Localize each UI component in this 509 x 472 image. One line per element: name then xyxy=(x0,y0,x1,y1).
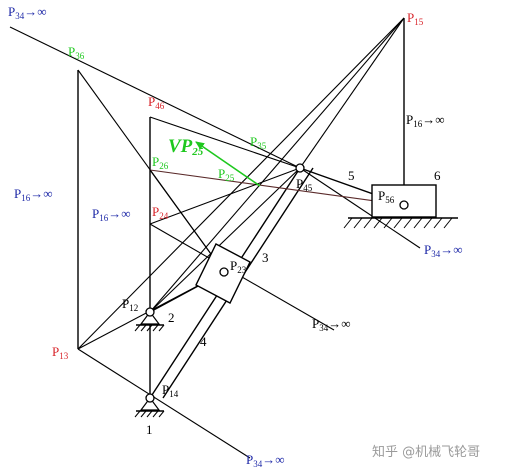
line-p13-p34-bottom xyxy=(77,348,251,459)
label-link-3: 3 xyxy=(262,250,269,265)
joint-p14 xyxy=(145,393,155,403)
label-p34-bottom: P34→∞ xyxy=(246,452,285,469)
ground-p14 xyxy=(134,397,165,418)
label-p56: P56 xyxy=(378,188,395,205)
watermark-text: 知乎 @机械飞轮哥 xyxy=(372,444,480,460)
line-p15-p45 xyxy=(299,17,405,169)
label-p34-top-left: P34→∞ xyxy=(8,4,47,21)
label-p15: P15 xyxy=(407,10,424,27)
label-vp25: VP25 xyxy=(168,136,204,158)
joints xyxy=(145,163,409,403)
label-p34-mid: P34→∞ xyxy=(312,316,351,333)
instant-center-lines xyxy=(9,17,421,459)
label-link-4: 4 xyxy=(200,334,207,349)
joint-p56 xyxy=(399,200,409,210)
velocity-arrow-vp25 xyxy=(195,141,261,187)
label-p14: P14 xyxy=(162,382,179,399)
line-p45-to-p34-right xyxy=(299,167,421,249)
label-p46: P46 xyxy=(148,94,165,111)
line-p34-top-to-p45 xyxy=(9,26,301,169)
line-p26-p56 xyxy=(149,169,405,206)
label-p26: P26 xyxy=(152,154,169,171)
line-p12-p45 xyxy=(149,167,301,313)
line-p15-p12 xyxy=(149,17,405,313)
label-p36: P36 xyxy=(68,44,85,61)
label-p16-mid: P16→∞ xyxy=(92,206,131,223)
label-p35: P35 xyxy=(250,134,267,151)
line-p24-p45 xyxy=(149,167,301,225)
joint-p12 xyxy=(145,307,155,317)
line-p46-p35 xyxy=(149,116,301,169)
label-p16-right: P16→∞ xyxy=(406,112,445,129)
label-p12: P12 xyxy=(122,296,138,313)
label-p34-right: P34→∞ xyxy=(424,242,463,259)
labels: P34→∞ P36 P15 P46 VP25 P35 P16→∞ P26 P25… xyxy=(8,4,463,469)
line-p15-p13 xyxy=(77,17,405,350)
label-link-1: 1 xyxy=(146,422,153,437)
label-link-2: 2 xyxy=(168,310,175,325)
label-p13: P13 xyxy=(52,344,69,361)
label-p45: P45 xyxy=(296,176,313,193)
label-link-6: 6 xyxy=(434,168,441,183)
label-p25: P25 xyxy=(218,166,235,183)
ground-p12 xyxy=(134,311,165,332)
label-p16-left: P16→∞ xyxy=(14,186,53,203)
label-p23: P23 xyxy=(230,258,247,275)
label-p24: P24 xyxy=(152,204,169,221)
label-link-5: 5 xyxy=(348,168,355,183)
joint-p45 xyxy=(295,163,305,173)
joint-p23 xyxy=(219,267,229,277)
